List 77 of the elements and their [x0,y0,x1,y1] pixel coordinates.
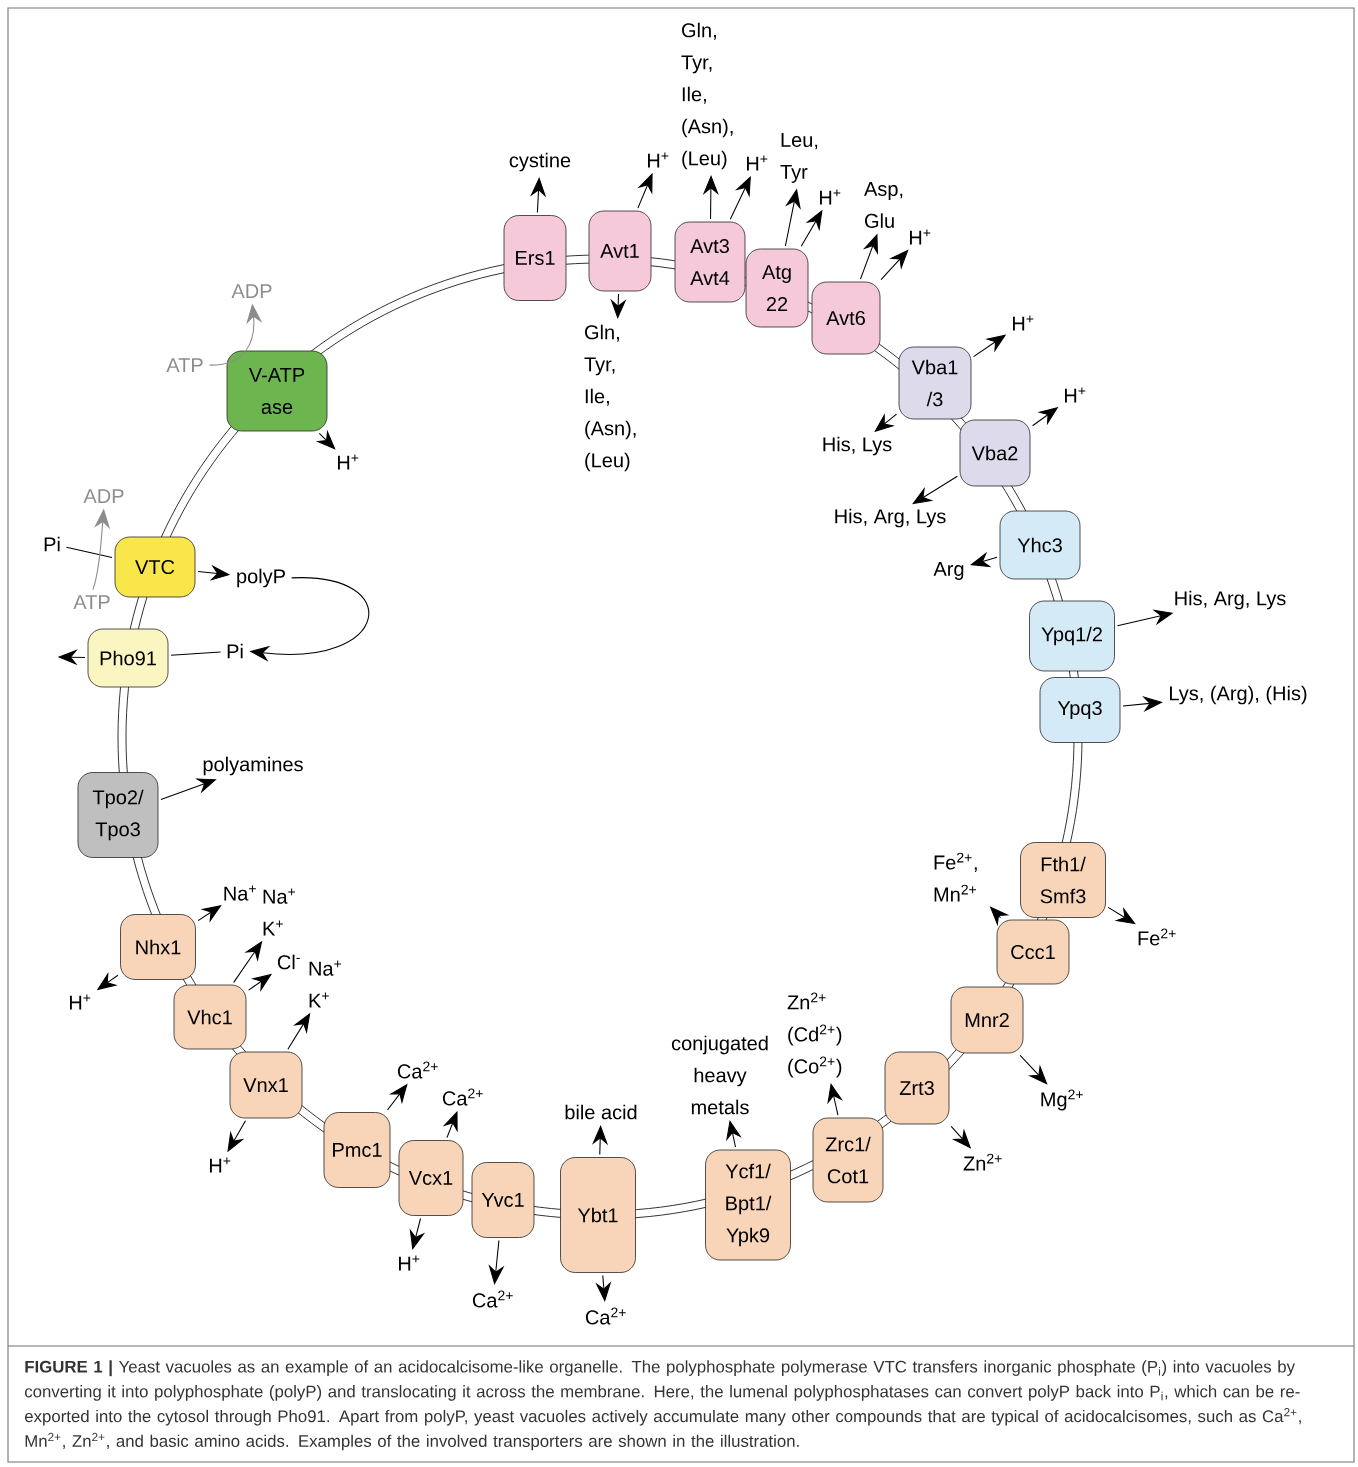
arrow [409,1217,426,1250]
substance-label: H$^{+}$ [648,152,669,168]
protein-box: Zrc1/ Cot1 [812,1117,884,1203]
substance-label: Mg$^{2+}$ [1041,1089,1083,1111]
protein-box: Ypq1/2 [1029,600,1115,672]
substance-label: Fe$^{2+}$, Mn$^{2+}$ [934,852,977,902]
substance-label: ADP [83,489,124,503]
substance-label: H$^{+}$ [70,994,91,1010]
connector-line [170,651,222,656]
protein-box: Yhc3 [999,510,1081,580]
substance-label: His, Lys [823,436,892,456]
protein-box: Ccc1 [996,919,1070,985]
protein-box: Tpo2/ Tpo3 [77,772,159,858]
protein-box: Zrt3 [884,1051,950,1125]
substance-label: Ca$^{2+}$ [585,1307,626,1325]
protein-box: Ybt1 [560,1157,636,1273]
protein-box: Avt1 [588,210,652,292]
substance-label: H$^{+}$ [210,1157,231,1173]
protein-box: V-ATP ase [226,350,328,432]
protein-box: Vnx1 [229,1051,303,1119]
substance-label: bile acid [565,1104,637,1120]
substance-label: Gln, Tyr, Ile, (Asn), (Leu) [681,22,733,170]
substance-label: H$^{+}$ [338,454,359,470]
protein-box: VTC [114,536,196,598]
substance-label: Pi [44,536,60,552]
substance-label: Asp, Glu [864,182,903,228]
substance-label: Na$^{+}$ K$^{+}$ [263,888,296,936]
protein-box: Vhc1 [173,984,247,1050]
arrow [912,475,958,505]
substance-label: Zn$^{2+}$ (Cd$^{2+}$) (Co$^{2+}$) [787,992,842,1078]
substance-label: Ca$^{2+}$ [397,1061,438,1079]
protein-box: Mnr2 [950,986,1024,1054]
arrow [1019,1054,1048,1085]
protein-box: Pho91 [87,628,169,688]
substance-label: Na$^{+}$ K$^{+}$ [309,960,342,1008]
substance-label: Zn$^{2+}$ [963,1153,1002,1171]
substance-label: polyamines [203,756,303,776]
protein-box: Fth1/ Smf3 [1020,842,1106,918]
protein-box: Vba2 [959,419,1031,487]
protein-box: Pmc1 [323,1112,391,1188]
substance-label: Na$^{+}$ [224,885,256,901]
substance-label: cystine [509,152,571,172]
substance-label: polyP [237,568,285,588]
substance-label: Pi [227,643,243,659]
protein-box: Avt6 [811,281,881,355]
substance-label: conjugated heavy metals [671,1035,768,1115]
substance-label: ATP [166,358,203,372]
substance-label: Leu, Tyr [780,133,818,183]
protein-box: Atg 22 [745,248,809,328]
substance-label: His, Arg, Lys [1175,590,1286,610]
substance-label: H$^{+}$ [1013,315,1034,331]
substance-label: Lys, (Arg), (His) [1170,685,1307,705]
substance-label: ADP [231,284,272,298]
substance-label: Arg [933,562,964,580]
substance-label: H$^{+}$ [820,189,841,205]
protein-box: Yvc1 [471,1162,535,1238]
protein-box: Ypq3 [1039,677,1121,743]
arrow [880,249,909,281]
connector-line [65,546,113,558]
substance-label: Ca$^{2+}$ [472,1290,513,1308]
protein-box: Avt3 Avt4 [674,221,746,303]
substance-label: Fe$^{2+}$ [1138,928,1176,946]
substance-label: Cl$^{-}$ [277,954,300,970]
substance-label: H$^{+}$ [399,1255,420,1271]
substance-label: Gln, Tyr, Ile, (Asn), (Leu) [584,324,636,472]
protein-box: Vcx1 [398,1140,464,1216]
substance-label: Ca$^{2+}$ [442,1088,483,1106]
caption: FIGURE 1 | Yeast vacuoles as an example of an acidocalcisome-like organelle. The polyphosphate polymerase VTC transfers inorganic phosphate (P$_{i}$) into vacuoles by converting it into polyphosphate (polyP) and translocating it across the membrane. Here, the lumenal polyphosphatases can convert polyP back into P$_{i}$, which can be re-exported into the cytosol through Pho91. Apart from polyP, yeast vacuoles actively accumulate many other compounds that are typical of acidocalcisomes, such as Ca$^{2+}$, Mn$^{2+}$, Zn$^{2+}$, and basic amino acids. Examples of the involved transporters are shown in the illustration. [25,1360,1301,1451]
substance-label: H$^{+}$ [910,229,931,245]
protein-box: Nhx1 [120,914,196,980]
protein-box: Ycf1/ Bpt1/ Ypk9 [705,1149,791,1261]
substance-label: H$^{+}$ [747,155,768,171]
substance-label: ATP [73,595,110,609]
protein-box: Ers1 [503,215,567,301]
substance-label: H$^{+}$ [1065,387,1086,403]
substance-label: His, Arg, Lys [835,508,946,528]
protein-box: Vba1 /3 [898,346,972,420]
